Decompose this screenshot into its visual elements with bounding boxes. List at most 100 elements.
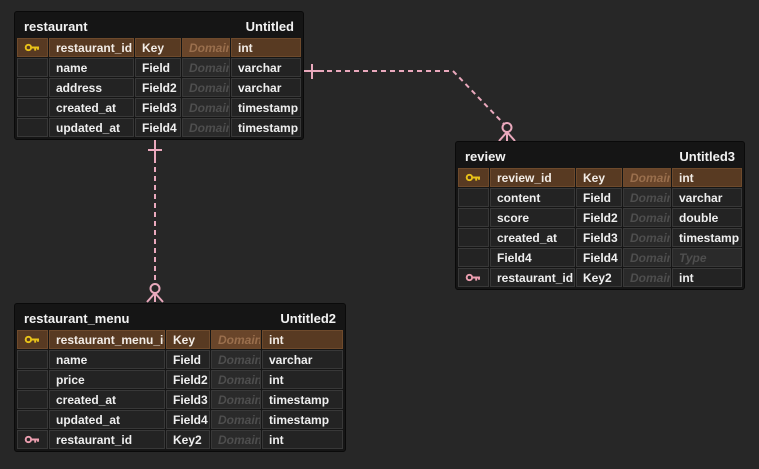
table-row[interactable]: score Field2 Domain double — [458, 208, 742, 227]
field-key-cell[interactable]: Field3 — [166, 390, 210, 409]
field-domain-cell[interactable]: Domain — [623, 228, 671, 247]
table-restaurant-menu-rows: restaurant_menu_id Key Domain int name F… — [17, 330, 343, 449]
field-name-cell[interactable]: created_at — [490, 228, 575, 247]
empty-icon-cell — [458, 228, 489, 247]
field-domain-cell[interactable]: Domain — [623, 268, 671, 287]
field-domain-cell[interactable]: Domain — [182, 78, 230, 97]
field-key-cell[interactable]: Field — [166, 350, 210, 369]
field-domain-cell[interactable]: Domain — [211, 410, 261, 429]
field-key-cell[interactable]: Key2 — [576, 268, 622, 287]
field-type-cell[interactable]: varchar — [231, 78, 301, 97]
table-review-header[interactable]: review Untitled3 — [458, 144, 742, 168]
field-key-cell[interactable]: Key — [166, 330, 210, 349]
field-domain-cell[interactable]: Domain — [211, 370, 261, 389]
field-key-cell[interactable]: Field4 — [135, 118, 181, 137]
empty-icon-cell — [458, 208, 489, 227]
field-name-cell[interactable]: review_id — [490, 168, 575, 187]
field-name-cell[interactable]: address — [49, 78, 134, 97]
table-row[interactable]: content Field Domain varchar — [458, 188, 742, 207]
crow-foot — [498, 131, 516, 142]
field-domain-cell[interactable]: Domain — [182, 118, 230, 137]
field-type-cell[interactable]: timestamp — [672, 228, 742, 247]
field-domain-cell[interactable]: Domain — [623, 208, 671, 227]
many-cardinality-ring — [149, 283, 161, 294]
field-key-cell[interactable]: Field2 — [576, 208, 622, 227]
field-type-cell[interactable]: varchar — [262, 350, 343, 369]
field-name-cell[interactable]: restaurant_id — [49, 430, 165, 449]
field-type-cell[interactable]: int — [231, 38, 301, 57]
field-key-cell[interactable]: Field4 — [166, 410, 210, 429]
field-name-cell[interactable]: content — [490, 188, 575, 207]
table-row[interactable]: Field4 Field4 Domain Type — [458, 248, 742, 267]
table-row[interactable]: created_at Field3 Domain timestamp — [458, 228, 742, 247]
table-row[interactable]: restaurant_id Key2 Domain int — [458, 268, 742, 287]
relationship-restaurant-review[interactable] — [300, 64, 516, 142]
field-type-cell[interactable]: varchar — [231, 58, 301, 77]
field-type-cell[interactable]: double — [672, 208, 742, 227]
table-row[interactable]: review_id Key Domain int — [458, 168, 742, 187]
field-key-cell[interactable]: Key — [576, 168, 622, 187]
field-name-cell[interactable]: price — [49, 370, 165, 389]
table-row[interactable]: created_at Field3 Domain timestamp — [17, 98, 301, 117]
table-row[interactable]: address Field2 Domain varchar — [17, 78, 301, 97]
field-key-cell[interactable]: Field4 — [576, 248, 622, 267]
table-row[interactable]: restaurant_id Key2 Domain int — [17, 430, 343, 449]
field-domain-cell[interactable]: Domain — [211, 330, 261, 349]
table-row[interactable]: updated_at Field4 Domain timestamp — [17, 410, 343, 429]
field-key-cell[interactable]: Field2 — [135, 78, 181, 97]
table-restaurant-header[interactable]: restaurant Untitled — [17, 14, 301, 38]
field-key-cell[interactable]: Field — [576, 188, 622, 207]
field-type-cell[interactable]: int — [262, 430, 343, 449]
field-domain-cell[interactable]: Domain — [623, 168, 671, 187]
field-type-cell[interactable]: varchar — [672, 188, 742, 207]
table-row[interactable]: name Field Domain varchar — [17, 58, 301, 77]
field-name-cell[interactable]: score — [490, 208, 575, 227]
table-review[interactable]: review Untitled3 review_id Key Domain in… — [455, 141, 745, 290]
table-restaurant-menu[interactable]: restaurant_menu Untitled2 restaurant_men… — [14, 303, 346, 452]
field-type-cell[interactable]: timestamp — [262, 390, 343, 409]
table-restaurant[interactable]: restaurant Untitled restaurant_id Key Do… — [14, 11, 304, 140]
field-domain-cell[interactable]: Domain — [182, 38, 230, 57]
field-type-placeholder-cell[interactable]: Type — [672, 248, 742, 267]
field-type-cell[interactable]: timestamp — [231, 98, 301, 117]
field-type-cell[interactable]: int — [672, 168, 742, 187]
field-type-cell[interactable]: int — [262, 330, 343, 349]
field-name-cell[interactable]: Field4 — [490, 248, 575, 267]
field-name-cell[interactable]: name — [49, 58, 134, 77]
table-row[interactable]: name Field Domain varchar — [17, 350, 343, 369]
empty-icon-cell — [17, 78, 48, 97]
field-name-cell[interactable]: created_at — [49, 390, 165, 409]
field-domain-cell[interactable]: Domain — [623, 188, 671, 207]
field-name-cell[interactable]: restaurant_id — [490, 268, 575, 287]
table-row[interactable]: restaurant_id Key Domain int — [17, 38, 301, 57]
field-name-cell[interactable]: created_at — [49, 98, 134, 117]
table-row[interactable]: updated_at Field4 Domain timestamp — [17, 118, 301, 137]
table-row[interactable]: created_at Field3 Domain timestamp — [17, 390, 343, 409]
table-restaurant-menu-header[interactable]: restaurant_menu Untitled2 — [17, 306, 343, 330]
field-key-cell[interactable]: Key — [135, 38, 181, 57]
relationship-restaurant-restaurant-menu[interactable] — [146, 140, 164, 303]
field-key-cell[interactable]: Field — [135, 58, 181, 77]
field-key-cell[interactable]: Field3 — [576, 228, 622, 247]
foreign-key-icon — [17, 430, 48, 449]
field-key-cell[interactable]: Field2 — [166, 370, 210, 389]
field-key-cell[interactable]: Key2 — [166, 430, 210, 449]
field-key-cell[interactable]: Field3 — [135, 98, 181, 117]
field-type-cell[interactable]: int — [262, 370, 343, 389]
field-name-cell[interactable]: restaurant_id — [49, 38, 134, 57]
field-domain-cell[interactable]: Domain — [182, 58, 230, 77]
field-domain-cell[interactable]: Domain — [211, 350, 261, 369]
field-domain-cell[interactable]: Domain — [623, 248, 671, 267]
field-name-cell[interactable]: updated_at — [49, 410, 165, 429]
field-domain-cell[interactable]: Domain — [182, 98, 230, 117]
field-name-cell[interactable]: updated_at — [49, 118, 134, 137]
field-domain-cell[interactable]: Domain — [211, 430, 261, 449]
table-row[interactable]: price Field2 Domain int — [17, 370, 343, 389]
table-row[interactable]: restaurant_menu_id Key Domain int — [17, 330, 343, 349]
field-name-cell[interactable]: name — [49, 350, 165, 369]
field-name-cell[interactable]: restaurant_menu_id — [49, 330, 165, 349]
field-domain-cell[interactable]: Domain — [211, 390, 261, 409]
field-type-cell[interactable]: int — [672, 268, 742, 287]
field-type-cell[interactable]: timestamp — [231, 118, 301, 137]
field-type-cell[interactable]: timestamp — [262, 410, 343, 429]
